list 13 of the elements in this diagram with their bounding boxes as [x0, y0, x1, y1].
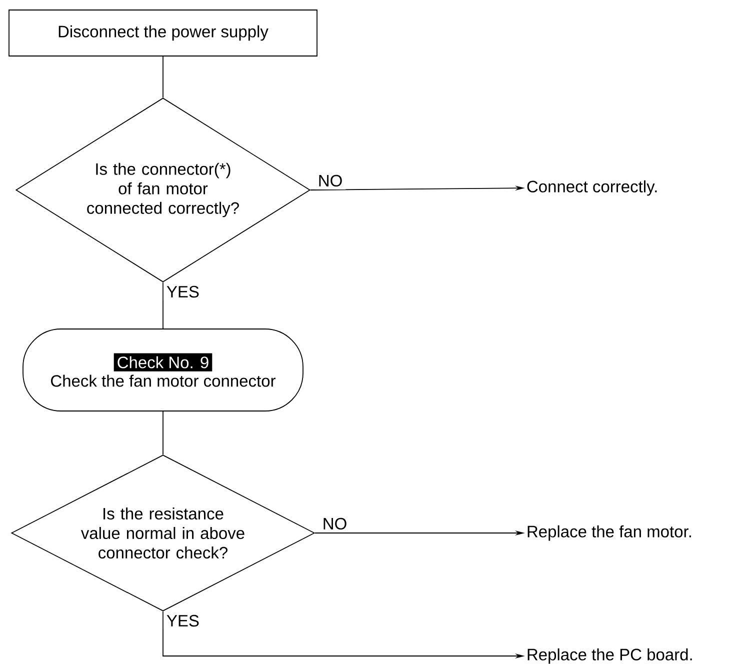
connector-line [162, 411, 164, 455]
edge-label: NO [319, 174, 342, 187]
result-text: Replace the PC board. [528, 648, 692, 664]
edge-label: NO [324, 518, 346, 530]
edge-label: YES [166, 286, 199, 298]
check-number-label: Check No. 9 [114, 353, 212, 372]
result-text: Connect correctly. [527, 180, 657, 196]
process-box: Disconnect the power supply [8, 10, 318, 56]
check-box: Check No. 9 Check the fan motor connector [22, 328, 304, 412]
connector-line [162, 56, 164, 98]
result-text: Replace the fan motor. [528, 525, 691, 541]
edge-label: YES [166, 614, 199, 627]
connector-line [162, 282, 164, 329]
